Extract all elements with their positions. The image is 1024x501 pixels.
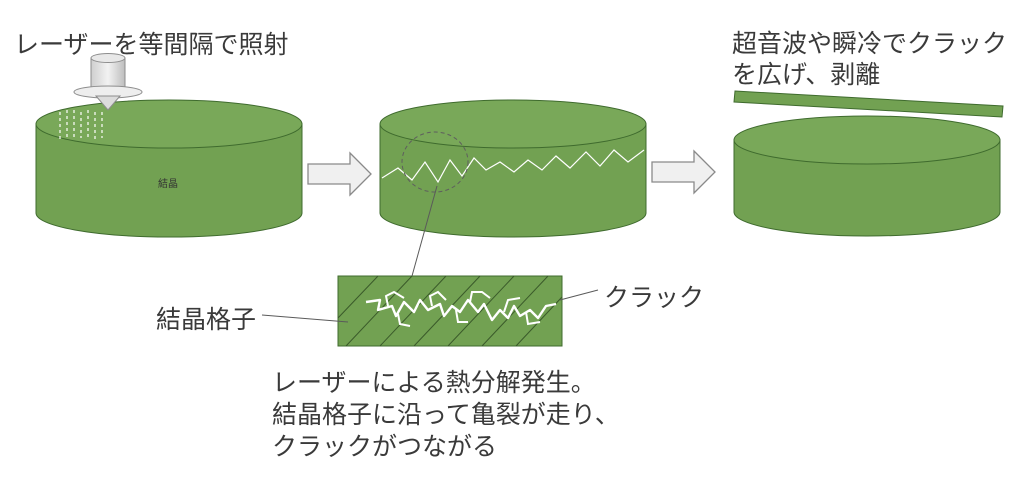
lattice-zoom-box (337, 275, 563, 347)
callout-lines (261, 185, 599, 323)
caption-crack: クラック (604, 283, 705, 312)
caption-laser-irradiation: レーザーを等間隔で照射 (14, 30, 289, 59)
ingot-cylinder-1: 結晶 (35, 99, 303, 238)
ingot-cylinder-2 (379, 99, 647, 238)
right-arrow-icon (307, 151, 372, 197)
caption-crystal-lattice: 結晶格子 (156, 305, 257, 334)
caption-decomposition: レーザーによる熱分解発生。 結晶格子に沿って亀裂が走り、 クラックがつながる (272, 368, 620, 461)
laser-nozzle-icon (73, 53, 143, 111)
peeled-wafer (733, 90, 1004, 118)
crack-line (365, 298, 557, 322)
crack-line (381, 149, 645, 184)
right-arrow-icon (651, 149, 716, 195)
ingot-label: 結晶 (158, 177, 178, 190)
ingot-cylinder-3 (733, 115, 1001, 237)
laser-beams (59, 110, 103, 140)
caption-cooling-peel: 超音波や瞬冷でクラック を広げ、剥離 (732, 29, 1008, 89)
